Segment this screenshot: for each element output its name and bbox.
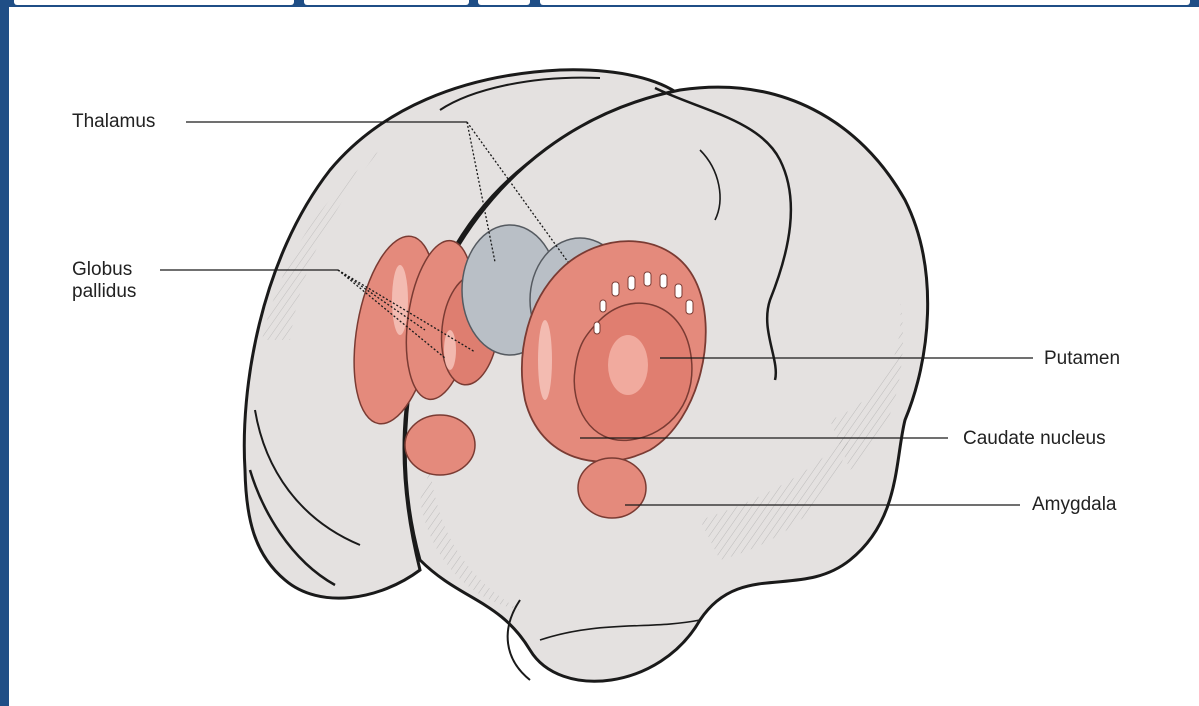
label-globus-pallidus-line2: pallidus	[72, 281, 162, 303]
label-globus-pallidus: Globus pallidus	[72, 259, 162, 303]
label-putamen: Putamen	[1044, 348, 1120, 370]
label-globus-pallidus-line1: Globus	[72, 259, 162, 281]
left-amygdala	[405, 415, 475, 475]
label-thalamus: Thalamus	[72, 111, 155, 133]
right-amygdala	[578, 458, 646, 518]
label-amygdala: Amygdala	[1032, 494, 1117, 516]
label-caudate-nucleus: Caudate nucleus	[963, 428, 1106, 450]
